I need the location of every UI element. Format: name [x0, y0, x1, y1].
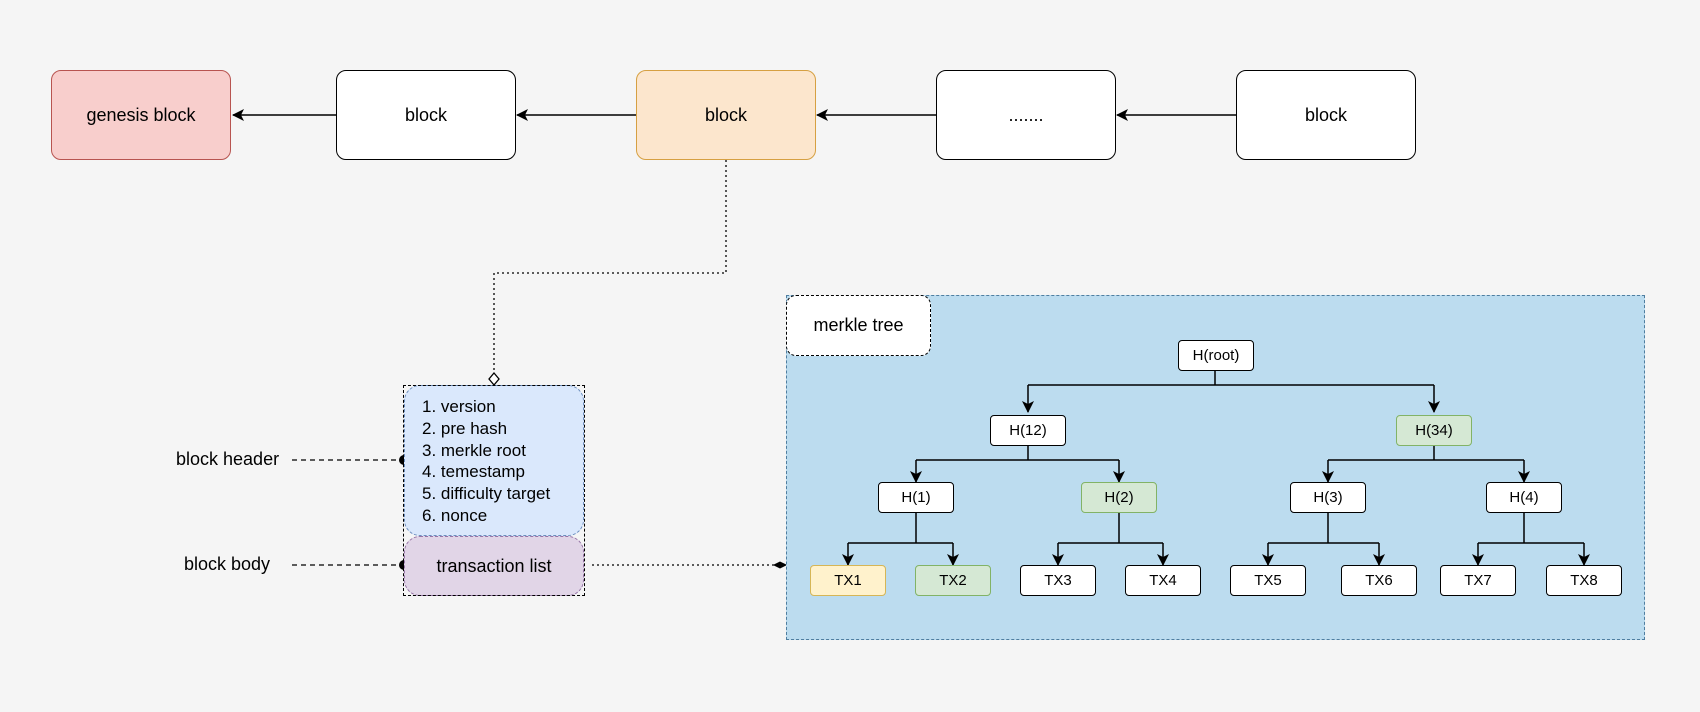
header-field-list: 1. version 2. pre hash 3. merkle root 4.…	[422, 396, 583, 527]
merkle-node-h12: H(12)	[990, 415, 1066, 446]
header-field: 5. difficulty target	[422, 484, 551, 504]
chain-block-4-label: block	[1304, 104, 1348, 125]
merkle-node-h34: H(34)	[1396, 415, 1472, 446]
header-field: 6. nonce	[422, 505, 488, 525]
merkle-link-head	[772, 561, 788, 569]
merkle-leaf-tx3: TX3	[1020, 565, 1096, 596]
chain-block-2-label: block	[704, 104, 748, 125]
merkle-leaf-tx7: TX7	[1440, 565, 1516, 596]
chain-block-latest: block	[1236, 70, 1416, 160]
block-detail-link	[493, 160, 727, 373]
block-outline	[403, 385, 585, 596]
merkle-leaf-tx1: TX1	[810, 565, 886, 596]
block-body-label: block body	[184, 554, 271, 574]
merkle-leaf-tx4: TX4	[1125, 565, 1201, 596]
transaction-list-label: transaction list	[436, 555, 552, 576]
merkle-node-h3: H(3)	[1290, 482, 1366, 513]
merkle-leaf-tx6: TX6	[1341, 565, 1417, 596]
merkle-tree-title: merkle tree	[786, 295, 931, 356]
block-header-label: block header	[176, 449, 280, 469]
chain-block-1-label: block	[404, 104, 448, 125]
chain-block-1: block	[336, 70, 516, 160]
merkle-leaf-tx8: TX8	[1546, 565, 1622, 596]
chain-block-ellipsis: .......	[936, 70, 1116, 160]
merkle-node-h2: H(2)	[1081, 482, 1157, 513]
genesis-block-label: genesis block	[86, 104, 196, 125]
header-field: 4. temestamp	[422, 462, 525, 482]
merkle-root-node: H(root)	[1178, 340, 1254, 371]
chain-block-3-label: .......	[1008, 104, 1044, 125]
merkle-leaf-tx5: TX5	[1230, 565, 1306, 596]
merkle-leaf-tx2: TX2	[915, 565, 991, 596]
block-header-box: 1. version 2. pre hash 3. merkle root 4.…	[404, 385, 584, 536]
merkle-node-h1: H(1)	[878, 482, 954, 513]
genesis-block: genesis block	[51, 70, 231, 160]
header-field: 3. merkle root	[422, 440, 526, 460]
chain-block-highlighted: block	[636, 70, 816, 160]
header-field: 2. pre hash	[422, 418, 508, 438]
block-body-box: transaction list	[404, 536, 584, 596]
header-field: 1. version	[422, 397, 496, 416]
merkle-node-h4: H(4)	[1486, 482, 1562, 513]
